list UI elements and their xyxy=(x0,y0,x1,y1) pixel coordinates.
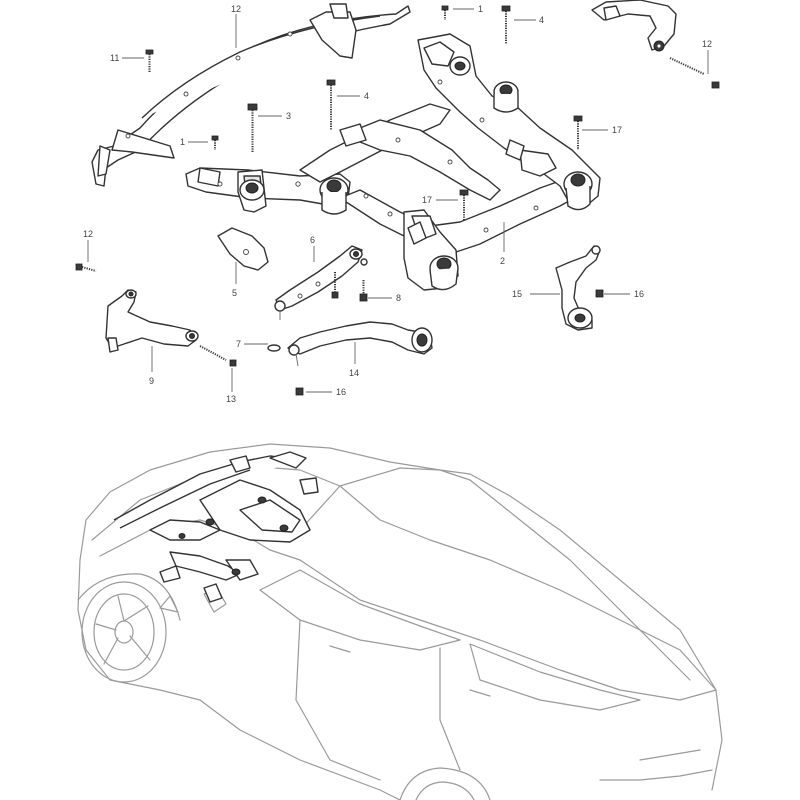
callout-17-right: 17 xyxy=(612,125,622,135)
callout-17-mid: 17 xyxy=(422,195,432,205)
callout-12-bottom: 13 xyxy=(226,394,236,404)
cross-beam-13 xyxy=(91,3,411,187)
subframe-2 xyxy=(185,33,601,291)
callout-7: 7 xyxy=(236,339,241,349)
control-arm-14 xyxy=(287,321,433,367)
callout-14: 14 xyxy=(349,368,359,378)
callout-5: 5 xyxy=(232,288,237,298)
callout-8: 8 xyxy=(396,293,401,303)
callout-1-top: 1 xyxy=(478,4,483,14)
vehicle-location-view xyxy=(77,443,723,800)
callout-3: 3 xyxy=(286,111,291,121)
exploded-parts: 12 11 1 4 12 3 4 1 17 17 2 6 5 8 7 14 16… xyxy=(75,0,720,404)
fasteners xyxy=(75,5,720,396)
callout-16-bottom: 16 xyxy=(336,387,346,397)
callout-13: 12 xyxy=(231,4,241,14)
callout-16-right: 16 xyxy=(634,289,644,299)
callout-2: 2 xyxy=(500,256,505,266)
bracket-5 xyxy=(217,227,269,271)
upper-control-arm-right xyxy=(591,0,677,52)
leader-lines xyxy=(87,8,709,393)
callout-9: 9 xyxy=(149,376,154,386)
callout-12-left: 12 xyxy=(83,229,93,239)
callout-4-mid: 4 xyxy=(364,91,369,101)
callout-11: 11 xyxy=(110,53,119,63)
callout-12-right: 12 xyxy=(702,39,712,49)
callout-4-top: 4 xyxy=(539,15,544,25)
callout-labels: 12 11 1 4 12 3 4 1 17 17 2 6 5 8 7 14 16… xyxy=(83,4,712,404)
link-arm-6 xyxy=(274,245,368,320)
control-arm-9 xyxy=(105,289,199,353)
callout-6: 6 xyxy=(310,235,315,245)
callout-1-left: 1 xyxy=(180,137,185,147)
callout-15: 15 xyxy=(512,289,522,299)
subframe-in-vehicle xyxy=(113,451,319,603)
arm-15 xyxy=(555,245,601,331)
